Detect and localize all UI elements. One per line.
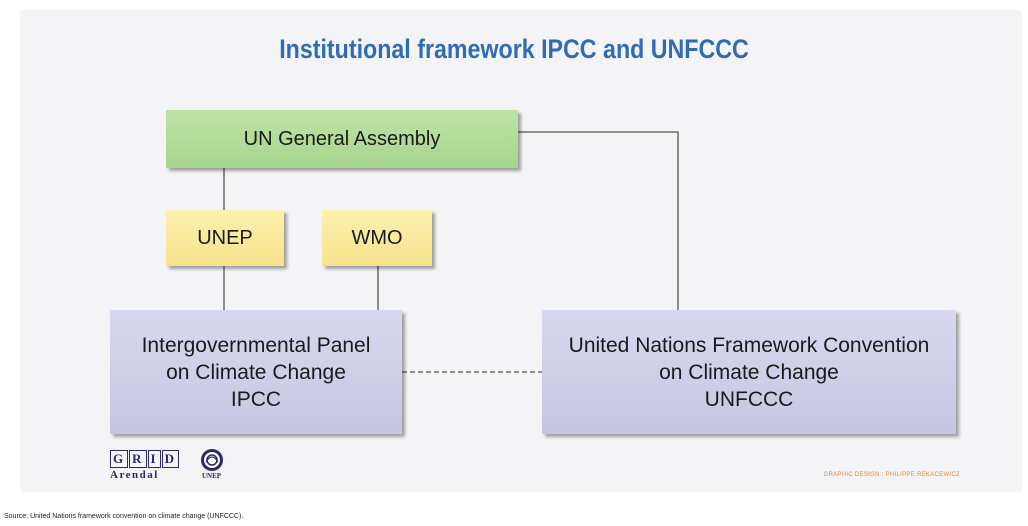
wmo-box: WMO	[322, 210, 432, 266]
wmo-label: WMO	[351, 226, 403, 249]
connector-ga-unfccc	[518, 131, 679, 310]
ipcc-label: Intergovernmental Panel on Climate Chang…	[141, 333, 371, 411]
diagram-title: Institutional framework IPCC and UNFCCC	[279, 34, 749, 64]
ipcc-box: Intergovernmental Panel on Climate Chang…	[110, 310, 402, 434]
unep-label: UNEP	[197, 226, 253, 249]
un-general-assembly-box: UN General Assembly	[166, 110, 518, 168]
unep-emblem-icon	[201, 449, 223, 471]
unfccc-box: United Nations Framework Convention on C…	[542, 310, 956, 434]
unep-logo-text: UNEP	[202, 472, 222, 480]
unfccc-label: United Nations Framework Convention on C…	[568, 333, 930, 411]
source-note: Source: United Nations framework convent…	[4, 513, 244, 520]
unep-box: UNEP	[166, 210, 284, 266]
un-general-assembly-label: UN General Assembly	[243, 127, 441, 150]
arendal-text: Arendal	[110, 469, 159, 481]
design-credit: GRAPHIC DESIGN : PHILIPPE REKACEWICZ	[823, 472, 960, 478]
